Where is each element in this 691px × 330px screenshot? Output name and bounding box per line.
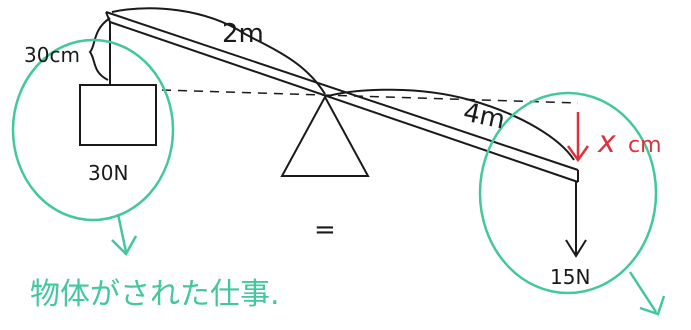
force-arrow [565, 182, 587, 258]
label-4m: 4m [461, 98, 508, 136]
left-green-arrow [111, 213, 138, 257]
label-equals: = [314, 215, 336, 245]
horizontal-reference-line [161, 89, 579, 104]
label-15n: 15N [550, 265, 590, 289]
object-box [79, 84, 157, 146]
label-30cm: 30cm [24, 43, 80, 67]
label-displacement-unit: cm [628, 133, 662, 158]
label-displacement-variable: x [597, 125, 616, 160]
fulcrum [280, 94, 370, 177]
brace-30cm [88, 17, 111, 81]
label-2m: 2m [222, 19, 264, 49]
brace-4m [327, 88, 575, 161]
right-green-arrow [628, 271, 666, 316]
right-green-circle [478, 91, 658, 295]
label-30n: 30N [88, 161, 128, 185]
brace-2m [111, 7, 326, 95]
displacement-arrow [566, 112, 590, 163]
lever-beam [105, 11, 579, 183]
left-green-circle [11, 38, 175, 222]
label-work-done-on-object: 物体がされた仕事. [30, 277, 280, 312]
